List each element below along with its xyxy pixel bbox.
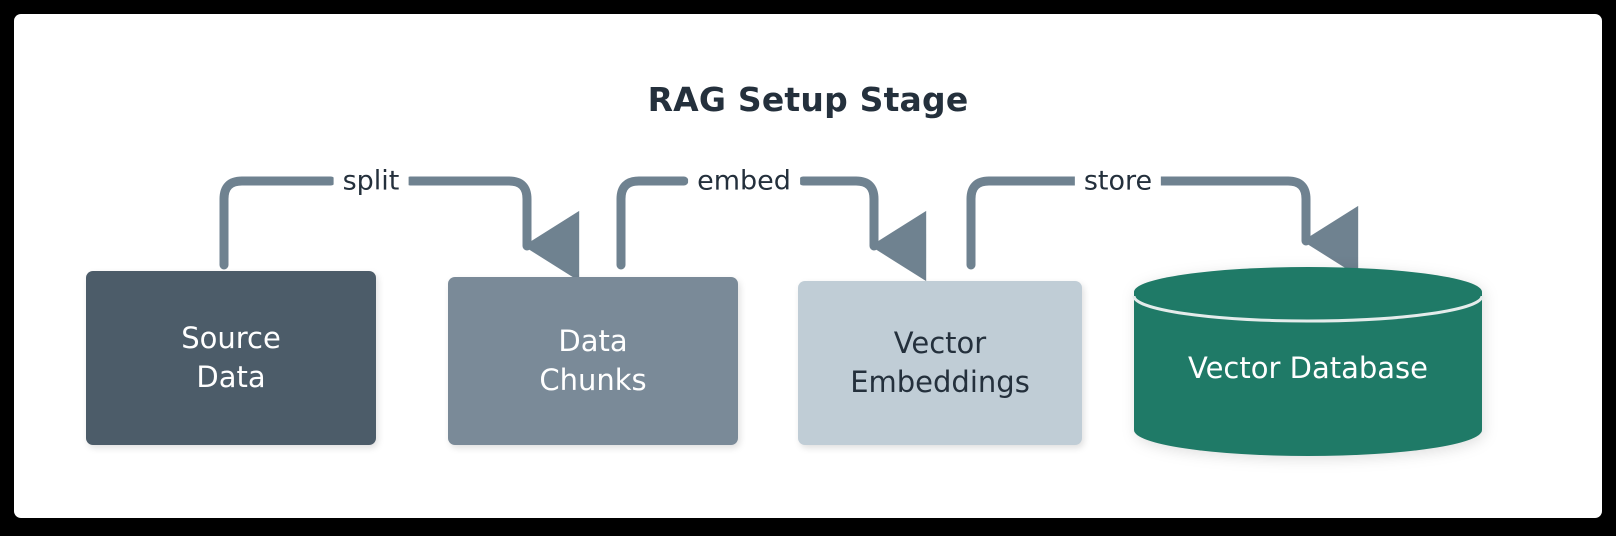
edge-split-path-2 [405,176,580,282]
diagram-canvas: RAG Setup Stage split embed store Source… [14,14,1602,518]
edge-store-path [966,176,1085,270]
node-vector-embeddings[interactable]: Vector Embeddings [798,281,1082,445]
diagram-title: RAG Setup Stage [647,80,969,119]
edge-embed-path [616,176,689,270]
edge-embed-path-2 [798,176,927,282]
edge-store-path-2 [1151,176,1359,277]
edge-label-split: split [333,165,409,197]
edge-split-path [219,176,336,270]
node-source-data-line2: Data [196,360,266,394]
node-vector-embeddings-line1: Vector [893,326,987,361]
edge-label-embed: embed [688,165,800,197]
node-data-chunks-line1: Data [558,324,628,359]
edge-label-store: store [1074,165,1162,197]
node-source-data-line1: Source [181,321,281,356]
node-vector-database-label: Vector Database [1187,351,1428,385]
node-data-chunks-line2: Chunks [539,363,647,397]
database-cylinder-icon [1132,267,1484,456]
node-source-data[interactable]: Source Data [86,271,376,445]
node-vector-database[interactable]: Vector Database [1132,266,1484,456]
node-vector-embeddings-line2: Embeddings [850,365,1030,399]
node-data-chunks[interactable]: Data Chunks [448,277,738,445]
